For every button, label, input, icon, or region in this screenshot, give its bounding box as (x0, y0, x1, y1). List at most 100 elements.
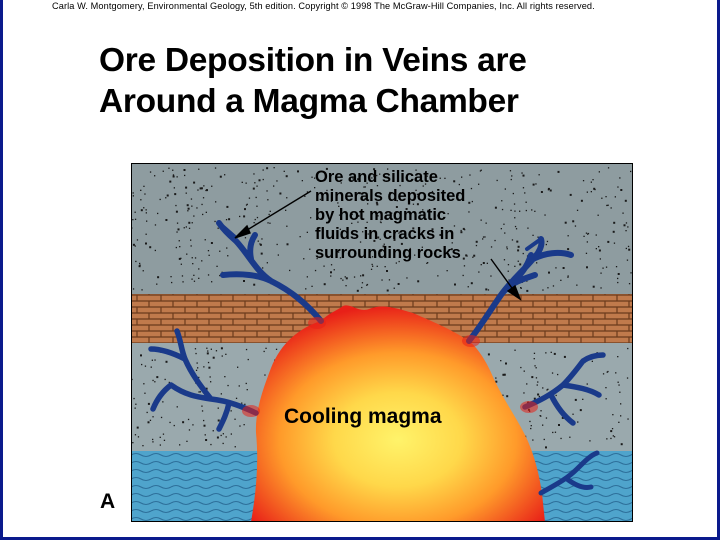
rock-speckle (172, 174, 175, 176)
rock-speckle (544, 214, 546, 216)
rock-speckle (199, 391, 201, 393)
rock-speckle (152, 438, 154, 441)
rock-speckle (520, 287, 522, 289)
rock-speckle (562, 267, 565, 269)
rock-speckle (460, 229, 462, 232)
rock-speckle (519, 210, 521, 212)
rock-speckle (150, 366, 152, 368)
rock-speckle (482, 236, 485, 238)
rock-speckle (208, 254, 210, 256)
rock-speckle (222, 442, 224, 445)
rock-speckle (183, 169, 186, 171)
rock-speckle (142, 270, 144, 272)
rock-speckle (226, 205, 229, 208)
rock-speckle (273, 167, 275, 169)
rock-speckle (170, 276, 172, 278)
rock-speckle (351, 213, 353, 216)
rock-speckle (617, 277, 619, 280)
rock-speckle (617, 273, 620, 275)
rock-speckle (330, 271, 332, 274)
rock-speckle (194, 348, 197, 350)
rock-speckle (627, 226, 629, 228)
rock-speckle (447, 213, 449, 215)
rock-speckle (605, 196, 607, 198)
rock-speckle (384, 266, 386, 268)
rock-speckle (323, 283, 326, 286)
rock-speckle (480, 264, 482, 266)
rock-speckle (220, 347, 223, 350)
rock-speckle (171, 281, 173, 284)
rock-speckle (595, 248, 597, 250)
rock-speckle (353, 276, 356, 278)
rock-speckle (356, 289, 359, 292)
rock-speckle (624, 199, 627, 202)
rock-speckle (363, 186, 365, 188)
rock-speckle (338, 214, 341, 216)
rock-speckle (579, 409, 582, 412)
rock-speckle (173, 424, 175, 427)
rock-speckle (193, 215, 195, 217)
rock-speckle (545, 417, 548, 419)
rock-speckle (190, 245, 192, 247)
rock-speckle (583, 235, 585, 237)
rock-speckle (205, 439, 208, 441)
rock-speckle (487, 289, 490, 291)
rock-speckle (514, 349, 516, 351)
rock-speckle (536, 384, 538, 386)
rock-speckle (607, 167, 610, 169)
rock-speckle (203, 424, 206, 427)
rock-speckle (412, 227, 415, 230)
rock-speckle (540, 415, 542, 417)
rock-speckle (225, 353, 227, 355)
rock-speckle (256, 205, 258, 207)
rock-speckle (135, 260, 137, 263)
rock-speckle (164, 378, 166, 381)
rock-speckle (154, 381, 156, 383)
rock-speckle (495, 377, 497, 379)
rock-speckle (230, 410, 232, 412)
rock-speckle (509, 170, 512, 172)
rock-speckle (205, 189, 207, 192)
rock-speckle (366, 283, 369, 286)
rock-speckle (458, 183, 460, 186)
rock-speckle (468, 211, 470, 213)
rock-speckle (387, 176, 389, 178)
rock-speckle (547, 388, 549, 390)
rock-speckle (152, 441, 154, 443)
rock-speckle (580, 199, 583, 202)
rock-speckle (185, 186, 188, 189)
rock-speckle (525, 201, 527, 203)
rock-speckle (586, 191, 588, 193)
rock-speckle (183, 227, 185, 229)
rock-speckle (490, 275, 492, 277)
rock-speckle (467, 286, 469, 288)
rock-speckle (400, 242, 403, 245)
rock-speckle (507, 264, 510, 266)
annotation-arrows (234, 190, 522, 301)
rock-speckle (530, 425, 532, 427)
rock-speckle (248, 197, 251, 199)
rock-speckle (567, 235, 569, 237)
rock-speckle (366, 182, 368, 184)
rock-speckle (503, 373, 506, 376)
rock-speckle (221, 355, 223, 357)
rock-speckle (175, 204, 177, 207)
rock-speckle (426, 175, 428, 177)
rock-speckle (345, 277, 348, 280)
rock-speckle (587, 232, 590, 235)
rock-speckle (149, 246, 152, 249)
rock-speckle (612, 414, 614, 416)
rock-speckle (501, 208, 504, 211)
rock-speckle (359, 241, 362, 243)
panel-letter: A (100, 490, 116, 513)
rock-speckle (510, 178, 512, 181)
rock-speckle (507, 270, 509, 272)
rock-speckle (222, 433, 224, 435)
rock-speckle (204, 434, 206, 436)
rock-speckle (383, 243, 385, 245)
rock-speckle (503, 223, 505, 225)
rock-speckle (230, 433, 232, 435)
rock-speckle (132, 288, 135, 290)
rock-speckle (521, 172, 523, 174)
rock-speckle (508, 279, 510, 281)
